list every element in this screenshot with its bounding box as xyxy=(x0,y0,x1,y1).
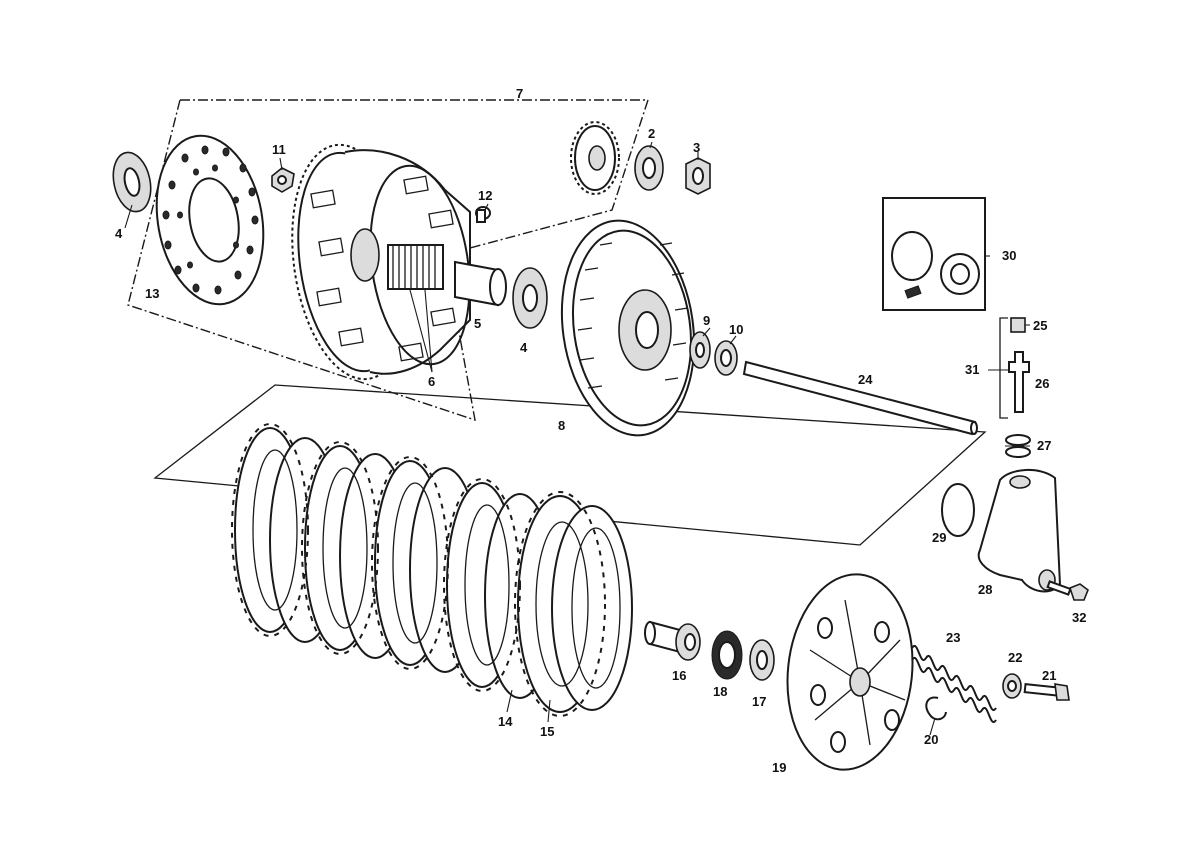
label-3: 3 xyxy=(693,140,700,155)
label-15: 15 xyxy=(540,724,554,739)
label-30: 30 xyxy=(1002,248,1016,263)
label-5: 5 xyxy=(474,316,481,331)
part-1-clutch-basket xyxy=(291,143,507,381)
part-12-rivet xyxy=(475,206,491,223)
part-8-inner-hub xyxy=(560,219,696,437)
part-19-pressure-plate xyxy=(786,573,914,771)
part-25-cap xyxy=(1010,317,1026,333)
label-31: 31 xyxy=(965,362,979,377)
part-22-washer xyxy=(1002,673,1022,699)
part-labels: 7 4 13 11 12 2 3 5 4 6 9 10 8 24 30 25 3… xyxy=(115,86,1086,775)
label-6: 6 xyxy=(428,374,435,389)
group-7-bracket xyxy=(127,99,649,422)
label-4-left: 4 xyxy=(115,226,123,241)
part-26-bleed-screw xyxy=(1008,351,1030,413)
label-12: 12 xyxy=(478,188,492,203)
label-26: 26 xyxy=(1035,376,1049,391)
label-24: 24 xyxy=(858,372,873,387)
part-20-circlip xyxy=(925,696,947,721)
label-2: 2 xyxy=(648,126,655,141)
label-4-right: 4 xyxy=(520,340,528,355)
plate-pack-frame xyxy=(153,384,987,546)
part-9-lock-washer xyxy=(689,331,711,369)
label-22: 22 xyxy=(1008,650,1022,665)
part-16-sleeve xyxy=(644,620,701,661)
label-13: 13 xyxy=(145,286,159,301)
part-24-push-rod xyxy=(742,360,978,436)
part-28-slave-cylinder xyxy=(977,468,1062,593)
label-8: 8 xyxy=(558,418,565,433)
label-16: 16 xyxy=(672,668,686,683)
label-29: 29 xyxy=(932,530,946,545)
part-17-washer xyxy=(749,639,775,681)
part-11-small-plate xyxy=(271,167,295,193)
part-10-nut xyxy=(714,340,738,376)
label-7: 7 xyxy=(516,86,523,101)
label-23: 23 xyxy=(946,630,960,645)
label-25: 25 xyxy=(1033,318,1047,333)
label-27: 27 xyxy=(1037,438,1051,453)
part-30-gasket-kit xyxy=(882,197,986,311)
part-31-bleed-assembly xyxy=(999,317,1030,419)
label-10: 10 xyxy=(729,322,743,337)
primary-gear xyxy=(570,121,620,195)
label-17: 17 xyxy=(752,694,766,709)
leader-lines xyxy=(124,141,1030,736)
label-28: 28 xyxy=(978,582,992,597)
part-21-bolt xyxy=(1023,683,1070,701)
part-6-needle-bearing xyxy=(387,244,444,290)
label-18: 18 xyxy=(713,684,727,699)
part-23-spring xyxy=(911,644,997,724)
part-29-o-ring xyxy=(941,483,975,537)
part-2-washer xyxy=(634,145,664,191)
part-13-perforated-disc xyxy=(155,134,265,306)
label-20: 20 xyxy=(924,732,938,747)
label-21: 21 xyxy=(1042,668,1056,683)
clutch-plate-pack xyxy=(231,423,633,717)
part-27-o-rings xyxy=(1005,434,1031,458)
part-18-bearing xyxy=(711,630,743,680)
part-4-washer-right xyxy=(512,267,548,329)
label-14: 14 xyxy=(498,714,513,729)
part-4-washer-left xyxy=(112,151,152,213)
part-32-screw xyxy=(1046,580,1089,601)
label-32: 32 xyxy=(1072,610,1086,625)
part-3-nut xyxy=(685,157,711,195)
label-19: 19 xyxy=(772,760,786,775)
label-11: 11 xyxy=(272,142,286,157)
label-9: 9 xyxy=(703,313,710,328)
